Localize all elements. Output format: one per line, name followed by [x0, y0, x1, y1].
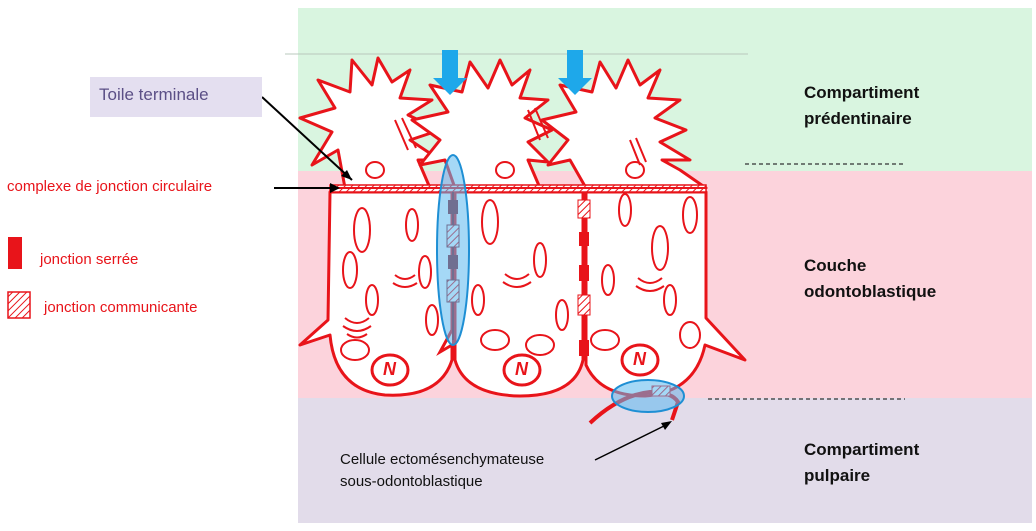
ectomesenchymal-label-line2: sous-odontoblastique	[340, 473, 483, 490]
odontoblast-process-2	[410, 58, 554, 190]
zone-label-odontoblast: Couche odontoblastique	[804, 253, 936, 305]
zone-label-predentin-line1: Compartiment	[804, 83, 920, 102]
legend-tight-swatch	[8, 237, 22, 269]
ectomesenchymal-label-line1: Cellule ectomésenchymateuse	[340, 451, 545, 468]
zone-label-pulp-line1: Compartiment	[804, 440, 920, 459]
legend-tight-label: jonction serrée	[40, 251, 139, 268]
zone-label-odontoblast-line2: odontoblastique	[804, 282, 937, 301]
nucleus-2	[502, 353, 542, 387]
terminal-web-label-box	[90, 77, 262, 117]
legend-gap-label: jonction communicante	[44, 299, 198, 316]
tight-junction-r3	[579, 340, 589, 356]
odontoblast-cell-1	[298, 190, 454, 397]
organelles	[340, 107, 701, 361]
zone-label-pulp-line2: pulpaire	[804, 466, 871, 485]
arrow-down-1	[433, 50, 467, 95]
terminal-web-label: Toile terminale	[99, 85, 209, 104]
zone-label-predentin: Compartiment prédentinaire	[804, 80, 919, 132]
subodonto-highlight-ellipse	[611, 379, 685, 413]
nucleus-label-1: N	[383, 359, 396, 379]
zone-label-odontoblast-line1: Couche	[804, 256, 867, 275]
tight-junction-r1	[579, 232, 589, 246]
zone-label-predentin-line2: prédentinaire	[804, 109, 912, 128]
arrow-down-2	[558, 50, 592, 95]
nucleus-label-2: N	[515, 359, 528, 379]
junction-complex-label: complexe de jonction circulaire	[7, 178, 213, 195]
zone-pulp	[298, 398, 1032, 523]
nucleus-label-3: N	[633, 349, 646, 369]
secretion-arrows	[433, 50, 592, 95]
nucleus-3	[620, 343, 660, 377]
junction-highlight-ellipse	[436, 154, 470, 346]
gap-junction-r2	[577, 294, 591, 316]
nucleus-1	[370, 353, 410, 387]
gap-junction-r1	[577, 199, 591, 219]
zone-label-pulp: Compartiment pulpaire	[804, 437, 919, 489]
pointer-terminal-web	[261, 96, 353, 181]
tight-junction-r2	[579, 265, 589, 281]
nuclei	[370, 343, 660, 387]
odontoblast-process-3	[540, 58, 708, 190]
odontoblast-process-1	[298, 56, 442, 190]
legend-gap-swatch	[7, 291, 31, 319]
pointer-ectomesenchymal	[594, 423, 669, 461]
